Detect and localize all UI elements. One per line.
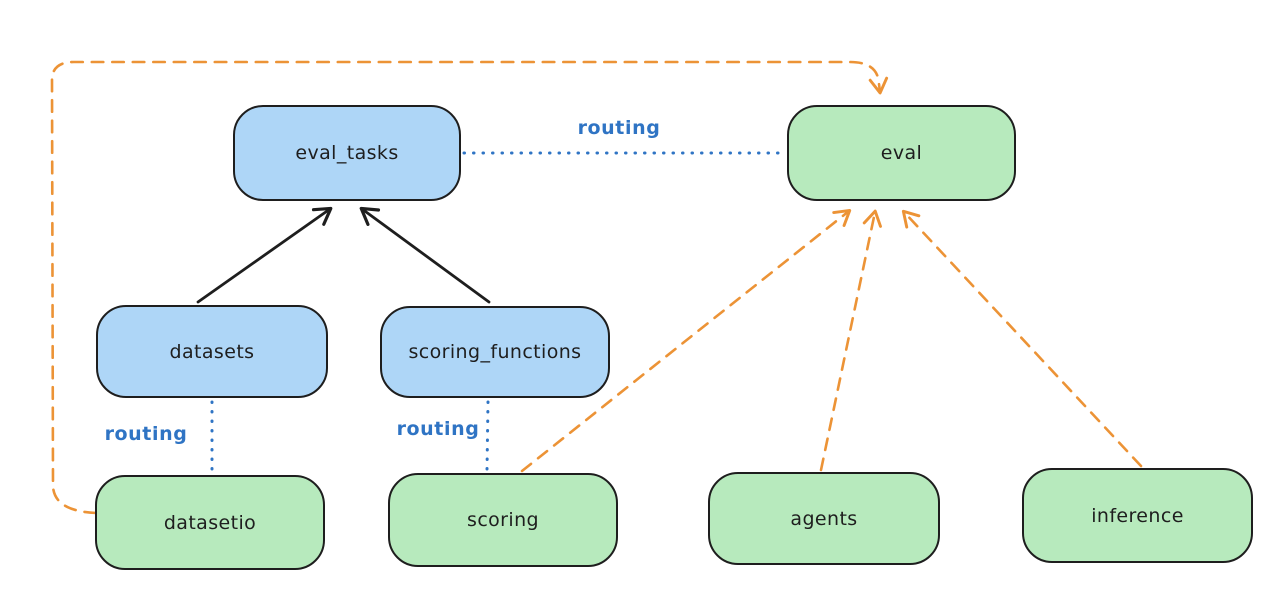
node-datasets: datasets bbox=[96, 305, 328, 398]
edge-scoring_functions-to-eval_tasks bbox=[359, 206, 491, 304]
routing-label-eval_tasks-eval: routing bbox=[577, 117, 661, 139]
edge-datasetio-to-eval bbox=[50, 60, 889, 515]
routing-label-scoring_functions-scoring: routing bbox=[396, 418, 480, 440]
edge-agents-to-eval bbox=[819, 209, 882, 472]
node-eval-tasks-label: eval_tasks bbox=[295, 142, 399, 164]
node-datasetio: datasetio bbox=[95, 475, 325, 570]
node-eval: eval bbox=[787, 105, 1016, 201]
node-scoring: scoring bbox=[388, 473, 618, 567]
edge-routing-scoring_functions-to-scoring bbox=[485, 400, 490, 472]
node-scoring-functions: scoring_functions bbox=[380, 306, 610, 398]
routing-label-datasets-datasetio: routing bbox=[104, 423, 188, 445]
node-agents-label: agents bbox=[790, 507, 858, 530]
node-agents: agents bbox=[708, 472, 940, 565]
node-datasets-label: datasets bbox=[169, 340, 255, 363]
edge-datasets-to-eval_tasks bbox=[196, 206, 333, 304]
node-scoring-label: scoring bbox=[467, 509, 539, 531]
node-eval-label: eval bbox=[880, 142, 923, 164]
node-scoring-functions-label: scoring_functions bbox=[408, 341, 582, 363]
node-eval-tasks: eval_tasks bbox=[233, 105, 461, 201]
node-datasetio-label: datasetio bbox=[163, 511, 257, 534]
node-inference-label: inference bbox=[1091, 504, 1184, 527]
node-inference: inference bbox=[1022, 468, 1253, 563]
edge-scoring-to-eval bbox=[520, 208, 852, 473]
edge-inference-to-eval bbox=[901, 209, 1143, 468]
